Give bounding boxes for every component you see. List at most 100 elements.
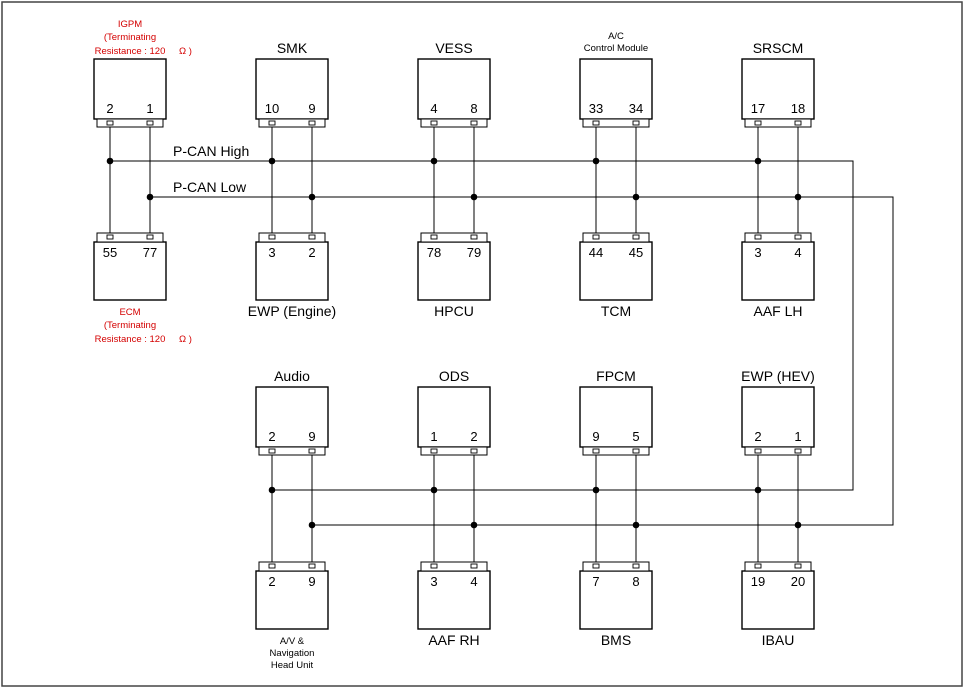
pin-terminal [268, 234, 276, 240]
pin-number: 34 [629, 101, 643, 116]
module-name: AAF LH [753, 303, 802, 319]
junction-dot [308, 193, 316, 201]
pin-terminal [794, 448, 802, 454]
connector-strip [582, 561, 650, 572]
pin-number: 19 [751, 574, 765, 589]
ohm-symbol: Ω ) [179, 46, 192, 57]
connector-strip [420, 232, 488, 243]
pin-terminal [592, 448, 600, 454]
connector-strip [420, 561, 488, 572]
pin-number: 4 [794, 245, 801, 260]
terminating-note-line2: Resistance : 120 [95, 334, 166, 345]
module-box [255, 58, 329, 120]
pin-terminal [430, 234, 438, 240]
pin-terminal [268, 448, 276, 454]
connector-strip [96, 232, 164, 243]
junction-dot [268, 157, 276, 165]
pin-terminal [470, 448, 478, 454]
pin-number: 77 [143, 245, 157, 260]
pin-number: 3 [268, 245, 275, 260]
module-name: HPCU [434, 303, 474, 319]
module-box [93, 58, 167, 120]
pin-number: 1 [146, 101, 153, 116]
module-box [741, 58, 815, 120]
module-box [579, 241, 653, 301]
junction-dot [430, 486, 438, 494]
pin-number: 45 [629, 245, 643, 260]
pin-terminal [632, 234, 640, 240]
module-name: EWP (Engine) [248, 303, 336, 319]
module-box [255, 241, 329, 301]
module-box [741, 386, 815, 448]
junction-dot [754, 157, 762, 165]
connector-strip [258, 232, 326, 243]
module-name: Control Module [584, 43, 648, 54]
pin-number: 20 [791, 574, 805, 589]
junction-dot [146, 193, 154, 201]
pin-terminal [592, 234, 600, 240]
connector-strip [744, 232, 812, 243]
pin-terminal [106, 120, 114, 126]
junction-dot [106, 157, 114, 165]
module-box [255, 386, 329, 448]
pin-terminal [632, 448, 640, 454]
pin-number: 4 [470, 574, 477, 589]
junction-dots-layer [106, 157, 802, 529]
pin-number: 5 [632, 429, 639, 444]
pin-number: 2 [268, 574, 275, 589]
module-name: Head Unit [271, 660, 314, 671]
connector-strip [420, 446, 488, 456]
pin-terminal [146, 120, 154, 126]
junction-dot [632, 521, 640, 529]
junction-dot [268, 486, 276, 494]
ohm-symbol: Ω ) [179, 334, 192, 345]
pin-terminal [754, 234, 762, 240]
module-box [741, 570, 815, 630]
pin-terminal [268, 120, 276, 126]
pin-terminal [430, 120, 438, 126]
pin-number: 2 [106, 101, 113, 116]
pin-terminal [268, 563, 276, 569]
pin-terminal [754, 120, 762, 126]
p-can-high-bus-line [110, 160, 854, 491]
connector-strip [582, 232, 650, 243]
junction-dot [308, 521, 316, 529]
pin-number: 18 [791, 101, 805, 116]
pin-number: 2 [470, 429, 477, 444]
module-name: VESS [435, 40, 472, 56]
pin-terminal [430, 448, 438, 454]
pin-terminal [470, 234, 478, 240]
module-name: A/C [608, 31, 624, 42]
pin-terminal [308, 234, 316, 240]
connector-strip [258, 561, 326, 572]
pin-terminal [106, 234, 114, 240]
pin-number: 44 [589, 245, 603, 260]
pin-number: 1 [430, 429, 437, 444]
pin-terminal [430, 563, 438, 569]
connector-strip [744, 561, 812, 572]
module-box [417, 386, 491, 448]
module-name: ODS [439, 368, 469, 384]
junction-dot [470, 521, 478, 529]
pin-terminal [754, 448, 762, 454]
connector-strip [744, 446, 812, 456]
module-name: A/V & [280, 636, 305, 647]
module-box [417, 570, 491, 630]
junction-dot [470, 193, 478, 201]
module-name: TCM [601, 303, 631, 319]
pin-terminal [308, 448, 316, 454]
pin-number: 7 [592, 574, 599, 589]
module-box [417, 241, 491, 301]
